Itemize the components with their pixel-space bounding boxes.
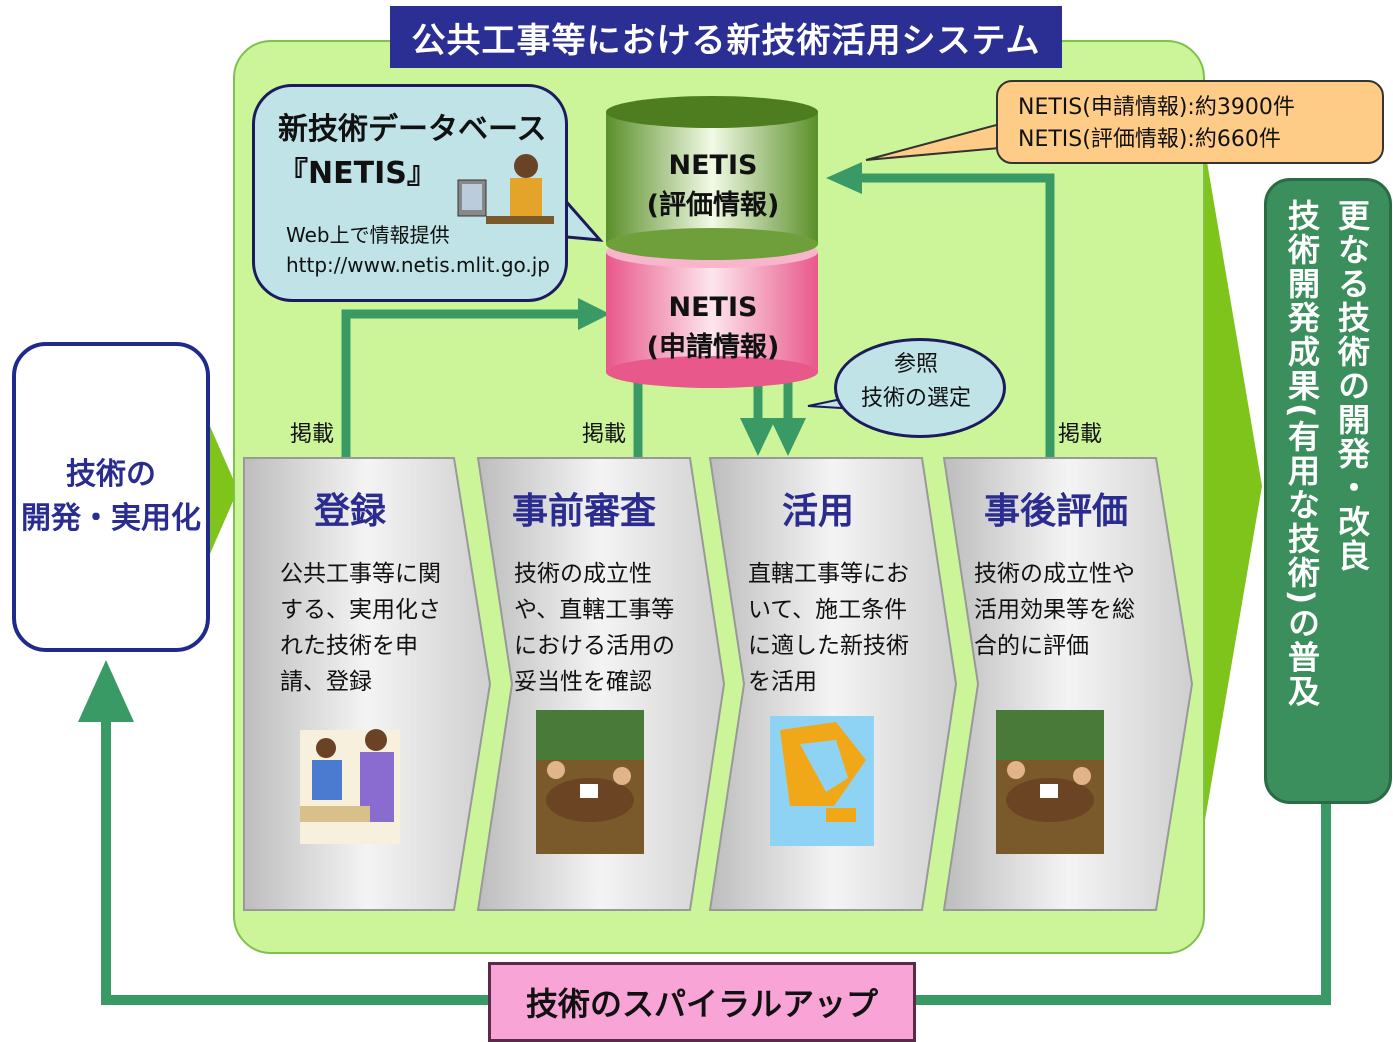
step-text-evaluation: 技術の成立性や活用効果等を総合的に評価	[974, 561, 1135, 659]
step-label-register: 登録	[313, 491, 386, 532]
database-web-note: Web上で情報提供	[286, 223, 450, 247]
netis-database-cylinders	[606, 96, 818, 388]
person-at-computer-icon	[457, 154, 554, 224]
selection-line2: 技術の選定	[860, 386, 971, 411]
step-label-evaluation: 事後評価	[983, 491, 1128, 532]
arrowhead-register	[578, 298, 610, 330]
left-chevron	[202, 408, 238, 572]
construction-crane-illustration	[770, 716, 874, 846]
arrow-eval-to-db	[860, 173, 1055, 458]
post-label-register: 掲載	[290, 422, 335, 447]
evaluation-db-line1: NETIS	[668, 150, 758, 181]
right-chevron	[1205, 150, 1262, 820]
registration-clerk-illustration	[300, 729, 400, 844]
netis-evaluation-count: NETIS(評価情報):約660件	[1018, 127, 1281, 152]
arrowhead-use-1	[740, 418, 776, 456]
evaluation-db-line2: (評価情報)	[646, 190, 780, 221]
step-text-review: 技術の成立性や、直轄工事等における活用の妥当性を確認	[514, 561, 675, 695]
development-box: 技術の 開発・実用化	[12, 342, 210, 652]
arrow-register-to-db	[341, 309, 580, 458]
arrowhead-eval	[826, 162, 862, 194]
application-db-line2: (申請情報)	[646, 332, 780, 363]
development-line1: 技術の	[66, 457, 156, 492]
database-title: 新技術データベース 『NETIS』	[278, 108, 547, 196]
database-subtitle: Web上で情報提供 http://www.netis.mlit.go.jp	[286, 220, 550, 280]
spiral-loop	[101, 700, 1331, 1005]
post-label-evaluation: 掲載	[1058, 422, 1103, 447]
selection-text: 参照 技術の選定	[856, 348, 976, 416]
database-title-line1: 新技術データベース	[278, 112, 547, 147]
application-db-label: NETIS (申請情報)	[640, 288, 786, 368]
database-title-line2: 『NETIS』	[278, 156, 437, 191]
arrowhead-use-2	[770, 418, 806, 456]
meeting-illustration-evaluation	[996, 710, 1104, 854]
selection-callout	[834, 338, 1006, 438]
step-text-register: 公共工事等に関する、実用化された技術を申請、登録	[280, 561, 441, 695]
evaluation-db-label: NETIS (評価情報)	[640, 146, 786, 226]
step-label-review: 事前審査	[511, 491, 656, 532]
development-line2: 開発・実用化	[21, 501, 201, 536]
netis-counts-box: NETIS(申請情報):約3900件 NETIS(評価情報):約660件	[996, 80, 1384, 164]
post-label-review: 掲載	[582, 422, 627, 447]
netis-evaluation-cylinder	[606, 96, 818, 260]
step-label-use: 活用	[781, 491, 854, 532]
loop-arrowhead	[78, 660, 134, 722]
spiral-up-label: 技術のスパイラルアップ	[488, 962, 916, 1042]
selection-line1: 参照	[893, 352, 938, 377]
step-text-use: 直轄工事等において、施工条件に適した新技術を活用	[748, 561, 909, 695]
further-development-text: 更なる技術の開発・改良	[1333, 199, 1371, 573]
diffusion-text: 技術開発成果(有用な技術)の普及	[1283, 199, 1321, 709]
netis-application-count: NETIS(申請情報):約3900件	[1018, 95, 1295, 120]
diffusion-box: 更なる技術の開発・改良 技術開発成果(有用な技術)の普及	[1264, 178, 1392, 804]
development-text: 技術の 開発・実用化	[21, 453, 201, 541]
page-title: 公共工事等における新技術活用システム	[390, 6, 1062, 68]
database-url[interactable]: http://www.netis.mlit.go.jp	[286, 253, 551, 277]
meeting-illustration-review	[536, 710, 644, 854]
application-db-line1: NETIS	[668, 292, 758, 323]
